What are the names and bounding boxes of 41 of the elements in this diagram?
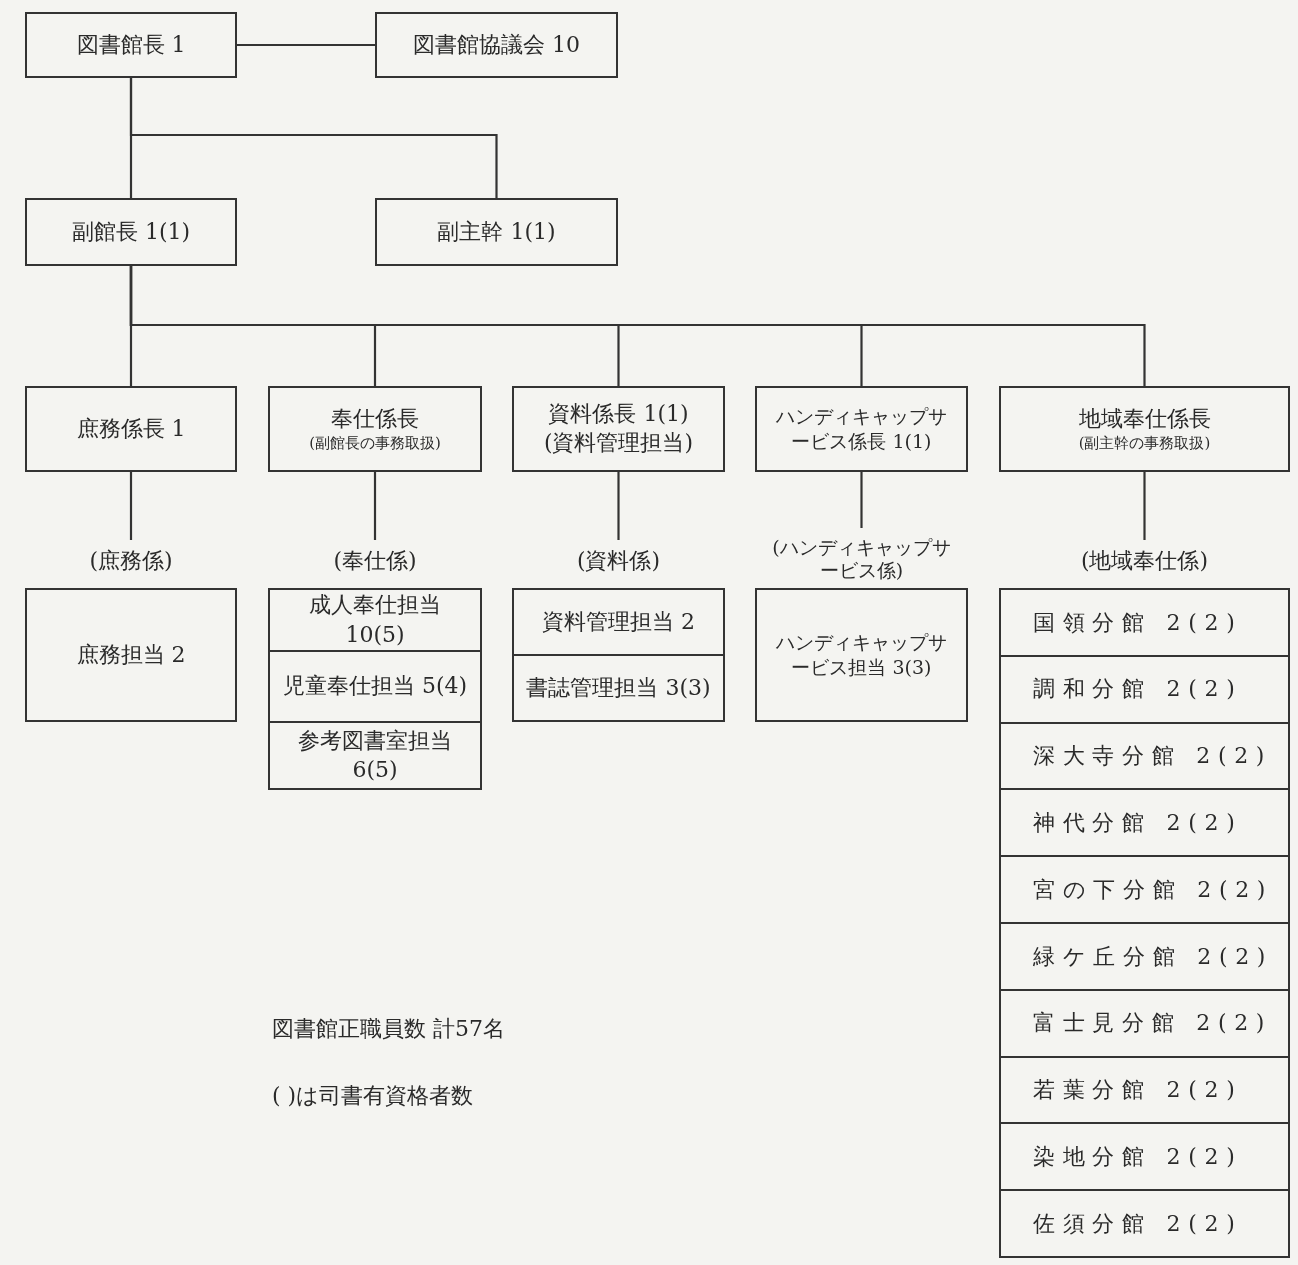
connector-line — [129, 266, 1146, 386]
connector-line — [617, 472, 620, 540]
connector-line — [1143, 472, 1146, 540]
position-box: 図書館協議会 10 — [375, 12, 618, 78]
branch-cell: 神代分館 2(2) — [1001, 790, 1288, 858]
connector-line — [373, 472, 377, 540]
branch-cell: 緑ケ丘分館 2(2) — [1001, 924, 1288, 991]
connector-line — [237, 43, 375, 47]
staff-box: 庶務担当 2 — [25, 588, 237, 722]
note-text: ( )は司書有資格者数 — [272, 1082, 475, 1110]
branch-cell: 富士見分館 2(2) — [1001, 990, 1288, 1058]
branch-cell: 調和分館 2(2) — [1001, 656, 1288, 724]
branch-cell: 若葉分館 2(2) — [1001, 1057, 1288, 1125]
branch-cell: 佐須分館 2(2) — [1001, 1191, 1288, 1256]
staff-box: ハンディキャップサービス担当 3(3) — [755, 588, 968, 722]
staff-cell: 成人奉仕担当 10(5) — [270, 590, 480, 652]
connector-line — [129, 78, 498, 198]
note-text: 図書館正職員数 計57名 — [272, 1015, 505, 1043]
section-heading: (資料係) — [576, 548, 661, 575]
branch-cell: 宮の下分館 2(2) — [1001, 857, 1288, 924]
connector-line — [860, 472, 863, 528]
position-box: 図書館長 1 — [25, 12, 237, 78]
branch-cell: 国領分館 2(2) — [1001, 590, 1288, 657]
position-box: 奉仕係長 (副館長の事務取扱) — [268, 386, 482, 472]
section-heading: (地域奉仕係) — [1080, 548, 1209, 575]
section-heading: (ハンディキャップサービス係) — [771, 536, 952, 582]
staff-cell: 参考図書室担当 6(5) — [270, 722, 480, 788]
staff-cell: 書誌管理担当 3(3) — [514, 656, 723, 720]
position-box: 庶務係長 1 — [25, 386, 237, 472]
position-box: 地域奉仕係長 (副主幹の事務取扱) — [999, 386, 1290, 472]
connector-line — [129, 472, 133, 540]
position-box: 副主幹 1(1) — [375, 198, 618, 266]
section-heading: (庶務係) — [89, 548, 173, 575]
branch-cell: 染地分館 2(2) — [1001, 1124, 1288, 1192]
position-box: 副館長 1(1) — [25, 198, 237, 266]
position-box: ハンディキャップサービス係長 1(1) — [755, 386, 968, 472]
branch-cell: 深大寺分館 2(2) — [1001, 723, 1288, 791]
staff-cell: 資料管理担当 2 — [514, 590, 723, 656]
section-heading: (奉仕係) — [333, 548, 417, 575]
staff-cell: 児童奉仕担当 5(4) — [270, 651, 480, 723]
position-box: 資料係長 1(1) (資料管理担当) — [512, 386, 725, 472]
